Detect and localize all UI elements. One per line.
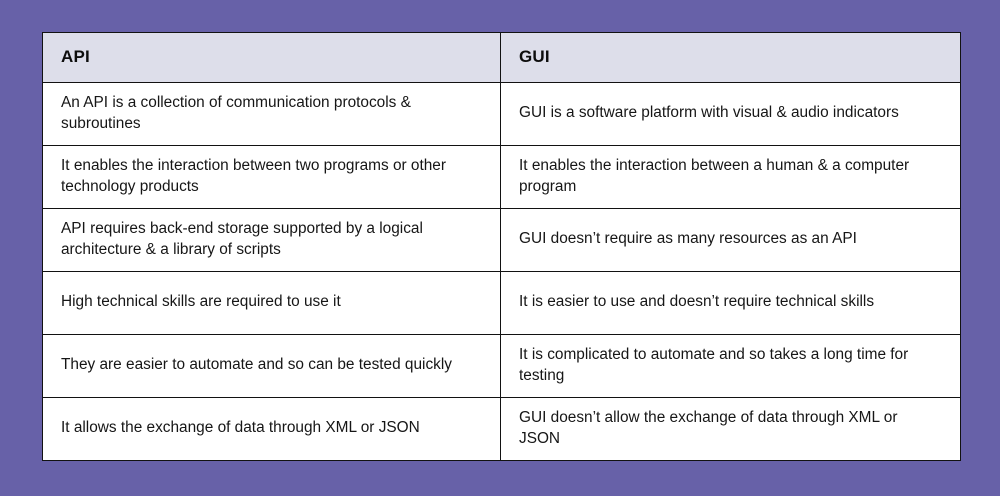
cell-api: It allows the exchange of data through X… (42, 397, 501, 461)
cell-gui-text: GUI is a software platform with visual &… (519, 104, 899, 122)
cell-gui-text: GUI doesn’t allow the exchange of data t… (519, 409, 898, 447)
api-gui-comparison-table: API GUI An API is a collection of commun… (42, 32, 961, 461)
table-row: API requires back-end storage supported … (42, 208, 961, 272)
cell-api: They are easier to automate and so can b… (42, 334, 501, 398)
table-row: They are easier to automate and so can b… (42, 334, 961, 398)
cell-gui-text: It enables the interaction between a hum… (519, 157, 910, 195)
cell-gui: GUI is a software platform with visual &… (500, 82, 961, 146)
cell-api-text: High technical skills are required to us… (61, 293, 341, 311)
cell-gui: It enables the interaction between a hum… (500, 145, 961, 209)
column-header-api-label: API (61, 47, 90, 67)
cell-api-text: It enables the interaction between two p… (61, 157, 446, 195)
cell-api-text: They are easier to automate and so can b… (61, 356, 452, 374)
cell-gui: It is easier to use and doesn’t require … (500, 271, 961, 335)
column-header-gui-label: GUI (519, 47, 550, 67)
table-row: An API is a collection of communication … (42, 82, 961, 146)
table-header: API GUI (42, 32, 961, 83)
table-body: An API is a collection of communication … (42, 82, 961, 461)
column-header-api: API (42, 32, 501, 83)
column-header-gui: GUI (500, 32, 961, 83)
cell-api: API requires back-end storage supported … (42, 208, 501, 272)
cell-gui: GUI doesn’t require as many resources as… (500, 208, 961, 272)
cell-gui-text: It is complicated to automate and so tak… (519, 346, 909, 384)
cell-gui: GUI doesn’t allow the exchange of data t… (500, 397, 961, 461)
cell-api-text: An API is a collection of communication … (61, 94, 411, 132)
cell-api-text: API requires back-end storage supported … (61, 220, 423, 258)
cell-api-text: It allows the exchange of data through X… (61, 419, 420, 437)
table-row: It enables the interaction between two p… (42, 145, 961, 209)
cell-gui-text: GUI doesn’t require as many resources as… (519, 230, 857, 248)
cell-gui: It is complicated to automate and so tak… (500, 334, 961, 398)
cell-gui-text: It is easier to use and doesn’t require … (519, 293, 875, 311)
table-header-row: API GUI (42, 32, 961, 83)
cell-api: An API is a collection of communication … (42, 82, 501, 146)
cell-api: It enables the interaction between two p… (42, 145, 501, 209)
table-row: It allows the exchange of data through X… (42, 397, 961, 461)
table-row: High technical skills are required to us… (42, 271, 961, 335)
cell-api: High technical skills are required to us… (42, 271, 501, 335)
